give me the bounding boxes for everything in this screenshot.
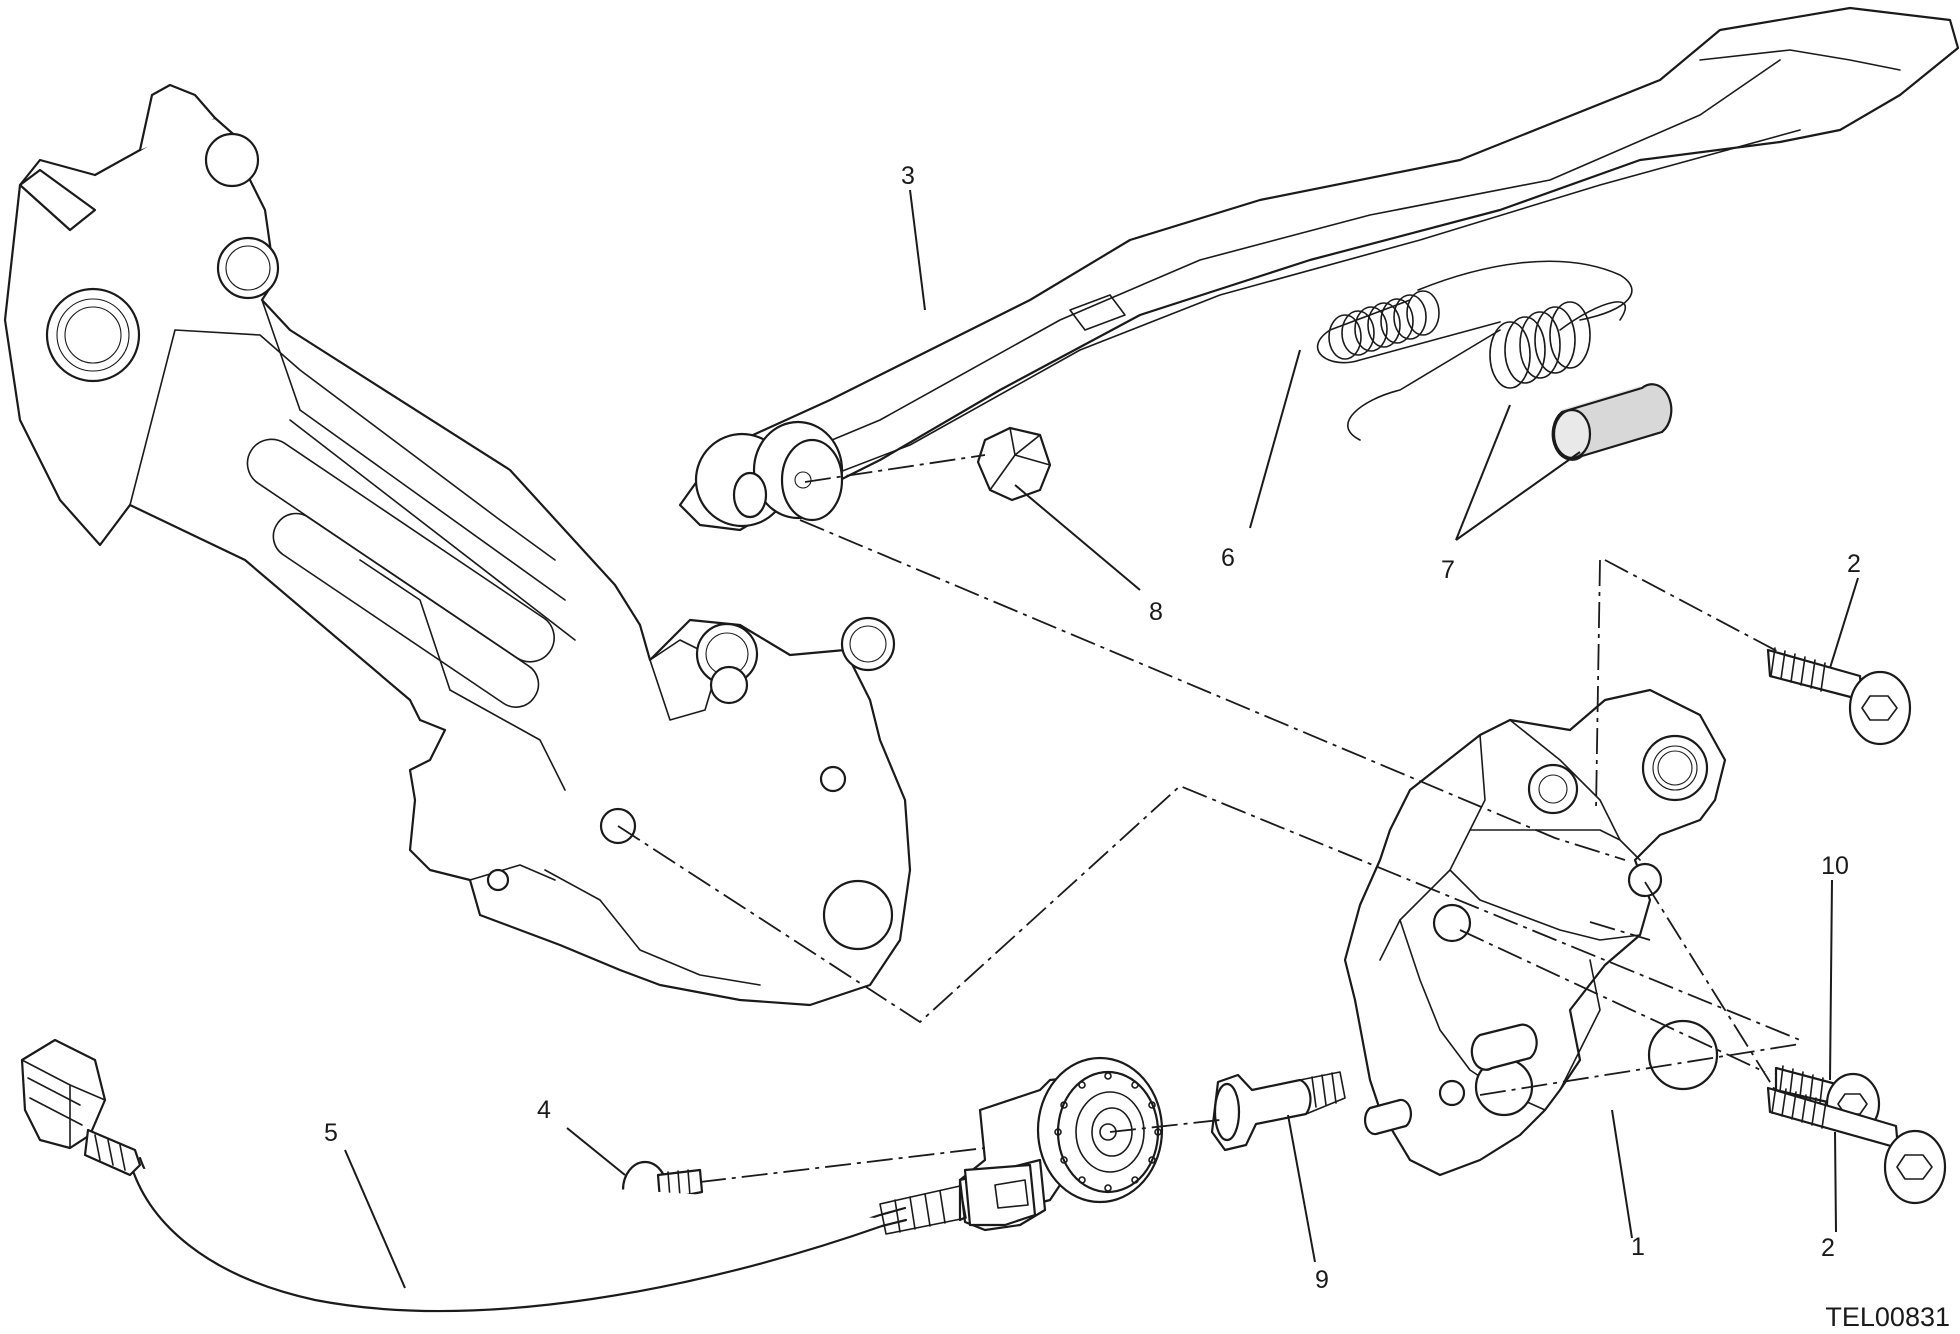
shoulder-bolt	[1210, 1071, 1346, 1152]
mounting-plate	[1343, 688, 1727, 1177]
callout-3: 3	[901, 162, 915, 190]
callout-9: 9	[1315, 1266, 1329, 1294]
nut	[976, 426, 1052, 502]
callout-5: 5	[324, 1119, 338, 1147]
spacer-bushing	[1551, 383, 1673, 461]
drawing-reference-code: TEL00831	[1825, 1302, 1950, 1332]
callout-7: 7	[1441, 556, 1455, 584]
callout-10: 10	[1821, 852, 1849, 880]
frame-subframe	[3, 83, 912, 1007]
spring-7	[1347, 301, 1627, 441]
wiring-harness	[130, 1156, 967, 1313]
assembly-axis-lines	[617, 454, 1801, 1183]
screw-2-lower	[1766, 1085, 1947, 1205]
callout-1: 1	[1631, 1233, 1645, 1261]
callout-8: 8	[1149, 598, 1163, 626]
screw-2-upper	[1766, 647, 1912, 746]
spring-6	[1316, 260, 1633, 364]
side-stand-leg	[678, 6, 1960, 532]
electrical-connector	[20, 1038, 142, 1177]
callout-2-upper: 2	[1847, 550, 1861, 578]
side-stand-switch	[958, 1056, 1164, 1232]
callout-6: 6	[1221, 544, 1235, 572]
callout-4: 4	[537, 1096, 551, 1124]
callout-labels: 3 8 6 7 2 10 1 2 4 5 9	[324, 162, 1861, 1294]
leader-lines	[344, 189, 1859, 1289]
callout-2-lower: 2	[1821, 1234, 1835, 1262]
